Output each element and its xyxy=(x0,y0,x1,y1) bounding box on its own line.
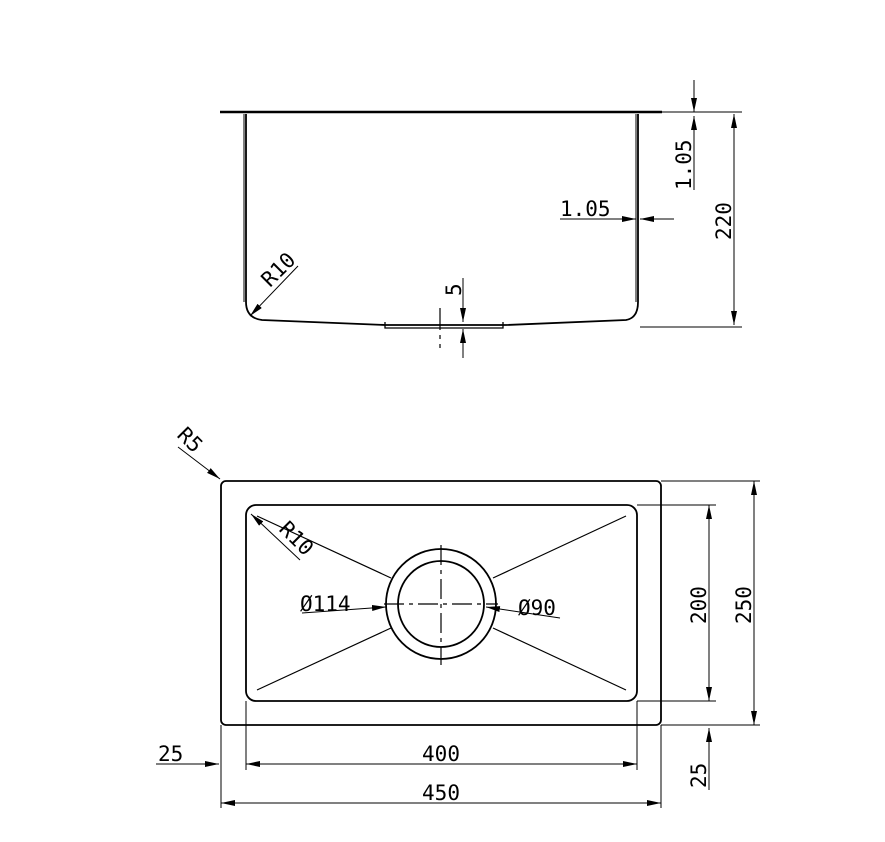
dim-rim-thickness-label: 1.05 xyxy=(672,139,696,190)
side-bowl-inner-wall xyxy=(243,114,637,302)
slope-line-bottom-right xyxy=(492,627,627,691)
side-view: 1.05 220 1.05 R10 5 xyxy=(220,80,742,358)
slope-line-bottom-left xyxy=(256,627,392,691)
dim-inner-width-label: 400 xyxy=(422,742,460,766)
slope-line-top-left xyxy=(256,515,392,579)
dim-corner-radius-leader xyxy=(249,265,299,317)
dim-inner-height-label: 200 xyxy=(687,586,711,624)
dim-outer-radius-leader xyxy=(177,446,221,480)
top-inner-bowl xyxy=(245,504,638,702)
dim-wall-thickness-label: 1.05 xyxy=(560,197,611,221)
dim-drain-outer-label: Ø114 xyxy=(300,592,351,616)
dim-corner-radius-label: R10 xyxy=(257,248,301,292)
dim-inner-radius-leader xyxy=(250,513,301,561)
dim-outer-width-label: 450 xyxy=(422,781,460,805)
side-drain-flange xyxy=(384,322,504,329)
dim-rim-left-label: 25 xyxy=(158,742,183,766)
dim-drain-outer-leader xyxy=(301,605,387,614)
slope-line-top-right xyxy=(492,515,627,579)
dim-drain-inner-label: Ø90 xyxy=(518,596,556,620)
dim-outer-height-label: 250 xyxy=(732,586,756,624)
side-bowl-outline xyxy=(245,114,639,326)
top-view: R5 R10 Ø114 Ø90 200 250 25 25 xyxy=(156,423,760,808)
dim-drain-offset-label: 5 xyxy=(442,283,466,296)
dim-drain-inner-leader xyxy=(485,606,561,619)
dim-inner-radius-label: R10 xyxy=(274,517,318,561)
top-outer-rim xyxy=(220,480,662,726)
dim-rim-bottom-label: 25 xyxy=(687,763,711,788)
dim-depth-label: 220 xyxy=(712,202,736,240)
dim-outer-radius-label: R5 xyxy=(172,423,207,458)
